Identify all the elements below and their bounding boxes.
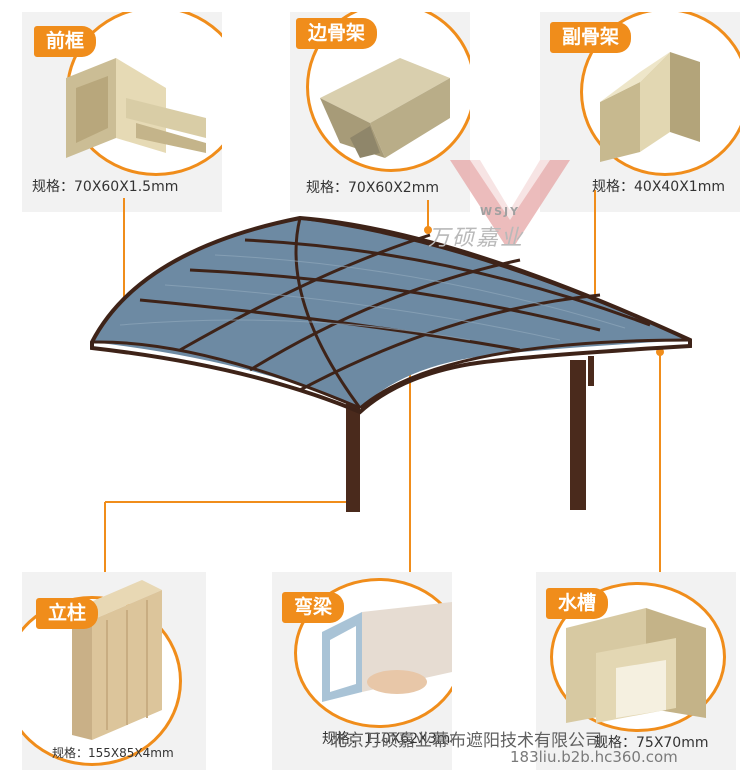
column-tag: 立柱 [36, 598, 99, 629]
front-frame-tag: 前框 [34, 26, 97, 57]
brand-logo [450, 160, 570, 245]
panel-column: 立柱 规格：155X85X4mm [22, 572, 206, 770]
company-watermark: 北京万硕嘉业幕布遮阳技术有限公司 [330, 731, 602, 751]
gutter-downpipe [588, 356, 594, 386]
gutter-profile-image [566, 608, 706, 723]
roof-front-frame [359, 338, 691, 410]
panel-sub-frame: 副骨架 规格：40X40X1mm [540, 12, 740, 212]
curved-beam-spec: 规格：110X62X3mm [322, 731, 452, 747]
front-frame-profile-image [66, 58, 206, 158]
rear-column [346, 380, 360, 512]
column-spec: 规格：155X85X4mm [52, 746, 174, 760]
roof-left-edge-beam [294, 217, 362, 409]
brand-logo-name: 万硕嘉业 [428, 226, 525, 251]
sub-frame-spec: 规格：40X40X1mm [592, 179, 725, 195]
side-frame-tag: 边骨架 [296, 18, 378, 49]
url-watermark: 183liu.b2b.hc360.com [510, 748, 678, 766]
column-profile-image [72, 580, 162, 740]
sub-frame-profile-image [600, 52, 700, 162]
roof-outline [90, 215, 692, 415]
panel-curved-beam: 弯梁 规格：110X62X3mm [272, 572, 452, 770]
side-frame-spec: 规格：70X60X2mm [306, 180, 439, 196]
panel-side-frame: 边骨架 规格：70X60X2mm [290, 12, 470, 212]
panel-gutter: 水槽 规格：75X70mm [536, 572, 736, 770]
front-column [570, 360, 586, 510]
sub-frame-tag: 副骨架 [550, 22, 632, 53]
curved-beam-tag: 弯梁 [282, 592, 345, 623]
gutter-tag: 水槽 [546, 588, 609, 619]
gutter-spec: 规格：75X70mm [594, 735, 709, 751]
side-frame-profile-image [320, 58, 450, 158]
front-frame-spec: 规格：70X60X1.5mm [32, 179, 179, 195]
panel-front-frame: 前框 规格：70X60X1.5mm [22, 12, 222, 212]
roof-glass [92, 218, 690, 408]
curved-beam-profile-image [322, 602, 452, 702]
brand-logo-mark: WSJY [480, 205, 521, 218]
